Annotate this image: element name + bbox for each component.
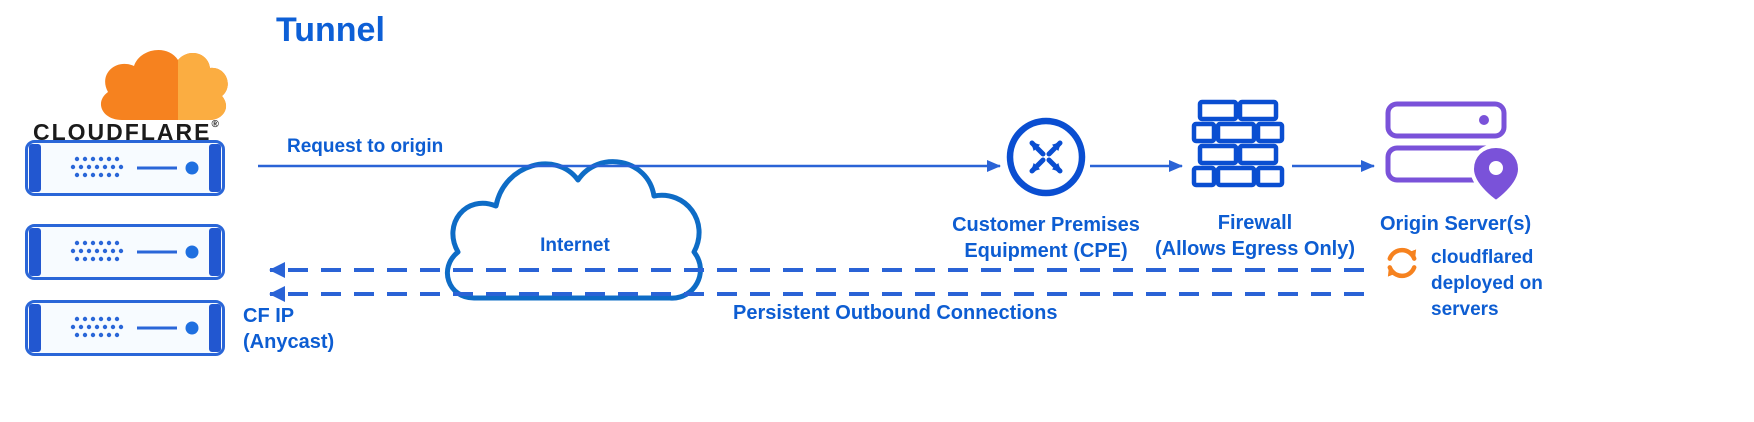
cloudflare-wordmark: CLOUDFLARE® xyxy=(33,119,219,146)
edge-server-icon-1 xyxy=(25,140,225,196)
cloudflare-logo-icon xyxy=(100,49,228,121)
firewall-label-line-1: Firewall xyxy=(1217,212,1293,234)
edge-server-icon-2 xyxy=(25,224,225,280)
cloudflared-label-line-2: deployed on xyxy=(1431,273,1543,295)
internet-label: Internet xyxy=(540,235,610,256)
firewall-label-line-2: (Allows Egress Only) xyxy=(1154,238,1356,261)
cloudflared-label-line-1: cloudflared xyxy=(1431,247,1534,268)
origin-servers-label: Origin Server(s) xyxy=(1380,213,1532,235)
cpe-label-line-1: Customer Premises xyxy=(952,214,1140,236)
cpe-router-icon xyxy=(1006,117,1086,197)
cf-ip-label-line-1: CF IP xyxy=(243,305,295,327)
location-pin-icon xyxy=(1469,143,1523,205)
cf-ip-label-line-2: (Anycast) xyxy=(243,331,335,354)
cloudflare-wordmark-text: CLOUDFLARE xyxy=(33,119,212,145)
firewall-icon xyxy=(1191,99,1285,188)
cf-ip-anycast-label: CF IP (Anycast) xyxy=(243,303,334,356)
origin-servers-icon xyxy=(1385,101,1523,205)
cloudflared-label-line-3: servers xyxy=(1431,299,1499,321)
request-to-origin-label: Request to origin xyxy=(287,136,444,157)
cpe-label-line-2: Equipment (CPE) xyxy=(964,240,1128,263)
firewall-label: Firewall (Allows Egress Only) xyxy=(1145,210,1365,263)
diagram-title: Tunnel xyxy=(276,11,385,49)
internet-cloud-icon xyxy=(445,159,703,301)
cloudflared-label: cloudflared deployed on servers xyxy=(1431,245,1543,324)
cpe-label: Customer Premises Equipment (CPE) xyxy=(941,212,1151,265)
cloudflared-sync-icon xyxy=(1387,247,1417,279)
edge-server-icon-3 xyxy=(25,300,225,356)
registered-mark: ® xyxy=(211,119,219,130)
persistent-outbound-label: Persistent Outbound Connections xyxy=(733,302,1058,324)
